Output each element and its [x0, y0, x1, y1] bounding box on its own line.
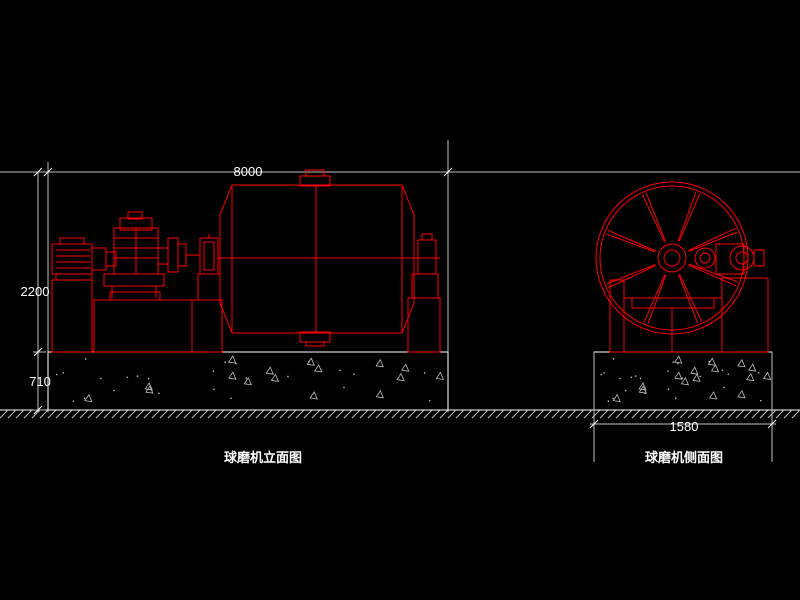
ground-line [0, 409, 800, 419]
front-elevation-caption: 球磨机立面图 [224, 450, 302, 466]
side-elevation-machine [595, 181, 769, 353]
gearbox-base-front [93, 299, 193, 353]
gearbox-front [103, 211, 169, 301]
dimension-lines-front [0, 140, 800, 415]
overall-height-label: 2200 [21, 284, 50, 299]
front-foundation [47, 351, 449, 411]
drive-base-side [721, 277, 769, 353]
bearing-discharge-end [407, 233, 441, 353]
side-width-label: 1580 [670, 419, 699, 434]
coupling-front [167, 237, 200, 273]
motor-front [51, 237, 107, 281]
overall-length-label: 8000 [234, 164, 263, 179]
foundation-height-label: 710 [29, 374, 51, 389]
motor-base-front [51, 279, 93, 353]
front-elevation-machine [51, 169, 441, 353]
side-foundation [593, 351, 773, 411]
dimension-lines-side [589, 352, 777, 462]
side-elevation-caption: 球磨机侧面图 [645, 450, 723, 466]
mill-drum-front [218, 169, 420, 347]
bearing-feed-end [197, 234, 221, 301]
pinion-drive-side [694, 243, 765, 275]
